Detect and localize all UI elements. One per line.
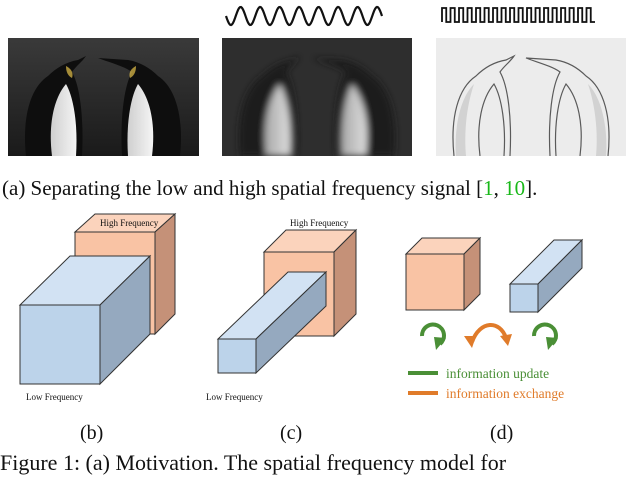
update-cycle-icon-high: [419, 322, 446, 350]
panel-a-caption-suffix: ].: [525, 176, 538, 200]
high-frequency-cube-separated: [404, 236, 482, 312]
citation-link-10[interactable]: 10: [504, 176, 526, 200]
sine-wave-icon: [224, 5, 384, 27]
square-wave-icon: [441, 7, 595, 23]
panel-b-low-label: Low Frequency: [26, 392, 83, 402]
high-frequency-penguin-image: [436, 38, 626, 156]
panel-a-caption-prefix: (a) Separating the low and high spatial …: [2, 176, 484, 200]
update-cycle-icon-low: [531, 322, 558, 350]
panel-c-high-label: High Frequency: [290, 218, 349, 228]
low-frequency-bar: [216, 270, 328, 375]
panel-c-low-label: Low Frequency: [206, 392, 263, 402]
low-frequency-block: [18, 254, 152, 386]
exchange-arrow-icon: [464, 323, 512, 348]
panel-b-diagram: High Frequency Low Frequency: [18, 212, 177, 402]
panel-c-diagram: High Frequency Low Frequency: [206, 218, 358, 402]
panel-a-caption: (a) Separating the low and high spatial …: [0, 176, 640, 201]
low-frequency-bar-separated: [508, 238, 584, 314]
legend-exchange-label: information exchange: [446, 386, 564, 401]
panel-d-diagram: information update information exchange: [404, 236, 584, 401]
panel-b-sublabel: (b): [80, 422, 104, 444]
figure-caption: Figure 1: (a) Motivation. The spatial fr…: [0, 450, 507, 475]
panel-b-high-label: High Frequency: [100, 218, 159, 228]
original-penguin-image: [8, 38, 199, 156]
citation-separator: ,: [493, 176, 505, 200]
panel-c-sublabel: (c): [280, 422, 303, 444]
legend-update-label: information update: [446, 366, 549, 381]
low-frequency-penguin-image: [222, 38, 412, 156]
citation-link-1[interactable]: 1: [483, 176, 494, 200]
panel-d-sublabel: (d): [490, 422, 514, 444]
